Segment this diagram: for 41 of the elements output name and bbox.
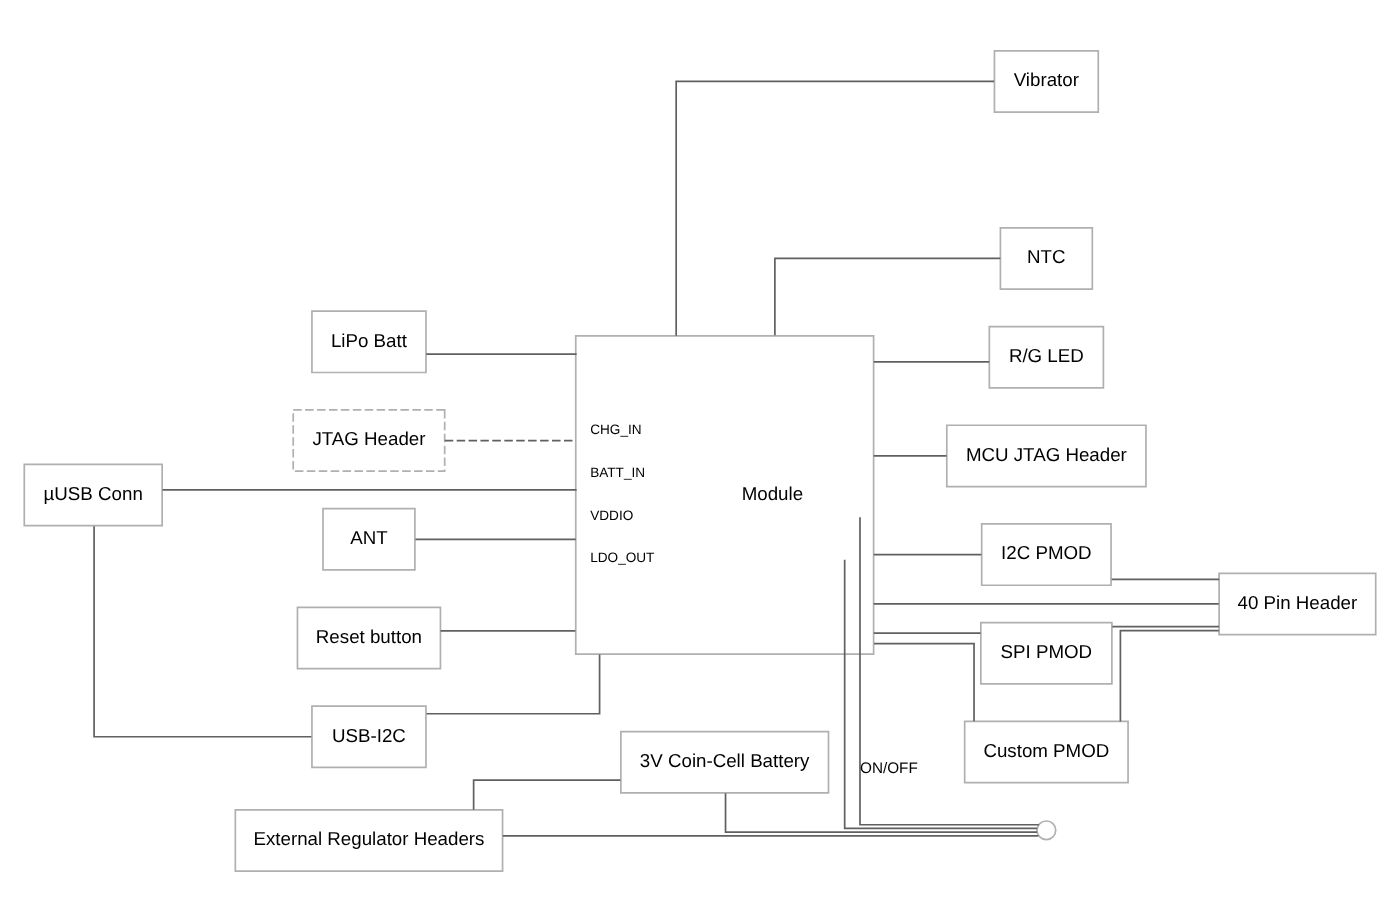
connector xyxy=(1119,628,1220,722)
connector xyxy=(872,360,991,362)
connector xyxy=(425,652,601,714)
connector xyxy=(472,778,622,810)
node-box: 40 Pin Header xyxy=(1218,571,1377,635)
connector xyxy=(501,834,1040,836)
connector xyxy=(872,454,948,456)
node-switch xyxy=(1036,819,1057,840)
connector xyxy=(443,438,577,441)
node-box: µUSB Conn xyxy=(23,462,163,526)
connector xyxy=(724,791,1038,833)
node-box: USB-I2C xyxy=(311,704,427,768)
connector xyxy=(872,631,982,634)
connector xyxy=(872,602,1220,604)
node-box: NTC xyxy=(999,225,1094,289)
connector xyxy=(93,524,313,737)
node-box: Vibrator xyxy=(993,48,1100,112)
connector xyxy=(1110,577,1220,580)
node-box: JTAG Header xyxy=(292,408,446,472)
connector xyxy=(439,628,577,631)
node-box: ANT xyxy=(322,506,416,570)
connector xyxy=(859,515,1040,825)
node-box: Reset button xyxy=(296,605,442,669)
connector xyxy=(843,557,1038,829)
connector xyxy=(873,641,975,722)
node-box: I2C PMOD xyxy=(980,522,1112,586)
node-box: LiPo Batt xyxy=(311,309,427,373)
connector xyxy=(414,537,577,540)
node-box: MCU JTAG Header xyxy=(945,423,1147,487)
connector xyxy=(675,79,995,336)
node-box: SPI PMOD xyxy=(980,620,1113,684)
connector xyxy=(872,552,983,555)
edge-label: ON/OFF xyxy=(860,757,918,776)
connector xyxy=(425,352,578,355)
node-box: External Regulator Headers xyxy=(234,808,504,872)
connector xyxy=(774,256,1002,336)
connector xyxy=(1111,624,1220,627)
node-box: R/G LED xyxy=(988,324,1105,388)
node-box: Custom PMOD xyxy=(963,719,1129,783)
node-box: 3V Coin-Cell Battery xyxy=(620,729,830,793)
connector xyxy=(161,488,578,490)
